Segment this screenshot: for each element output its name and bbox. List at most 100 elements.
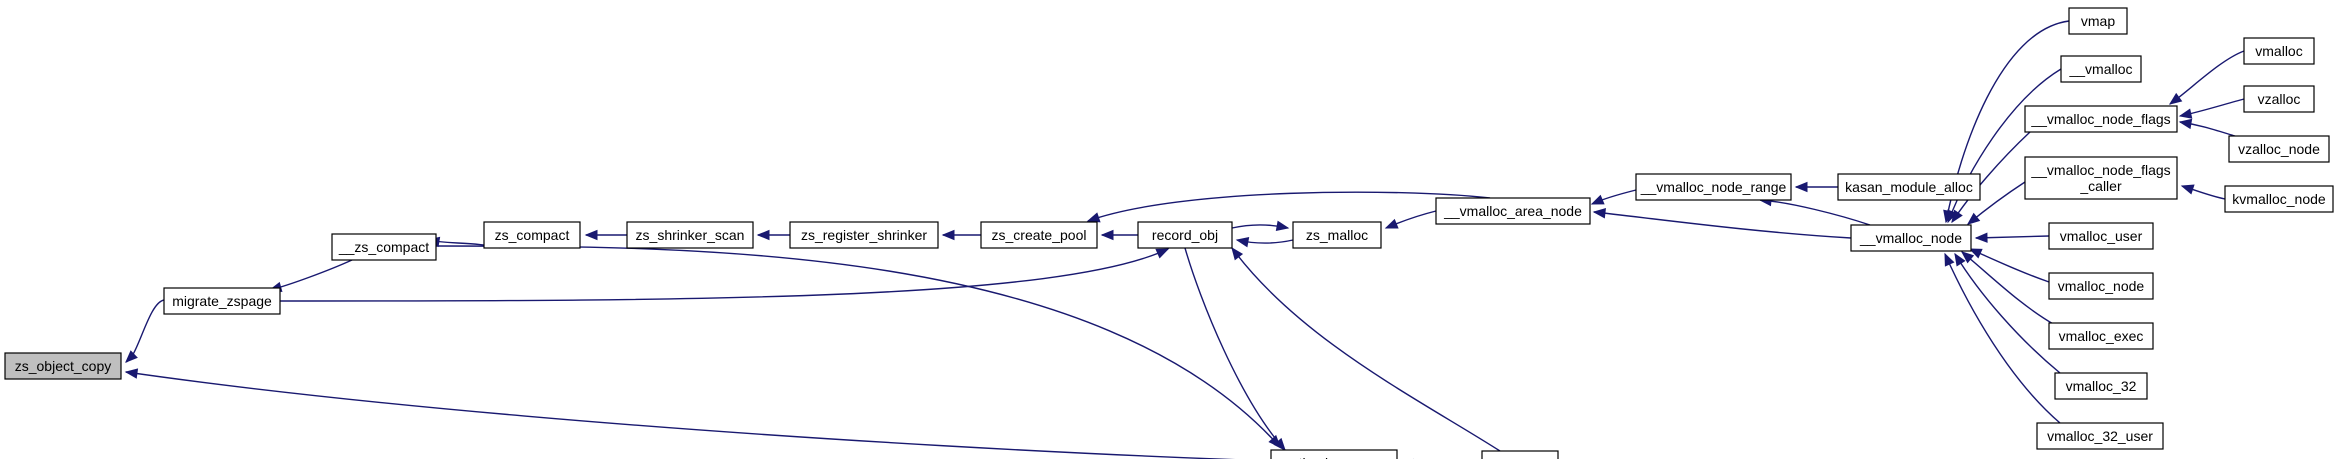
arrow-head bbox=[2168, 92, 2183, 105]
edge-line bbox=[1184, 247, 1286, 451]
node-putback-zspage[interactable]: putback_zspage bbox=[1270, 449, 1398, 459]
arrow-head bbox=[2178, 108, 2193, 119]
node-vmalloc-area-node[interactable]: __vmalloc_area_node bbox=[1435, 197, 1591, 225]
node-label: vmalloc_exec bbox=[2059, 328, 2144, 344]
node-box bbox=[2060, 55, 2142, 83]
node-box bbox=[163, 287, 281, 315]
node-label: vmap bbox=[2081, 13, 2115, 29]
node-label: vmalloc bbox=[2255, 43, 2302, 59]
node-label: vmalloc_node bbox=[2058, 278, 2145, 294]
edge-line bbox=[1087, 191, 1491, 222]
edge-vzalloc_node-to-__vmalloc_node_flags bbox=[2178, 118, 2236, 137]
node-vmalloc[interactable]: vmalloc bbox=[2243, 37, 2315, 65]
node-zs-malloc[interactable]: zs_malloc bbox=[1292, 221, 1382, 249]
nodes-layer: zs_object_copy migrate_zspage __zs_compact… bbox=[4, 7, 2334, 459]
arrow-head bbox=[1592, 208, 1606, 219]
node-migrate-zspage[interactable]: migrate_zspage bbox=[163, 287, 281, 315]
edge-line bbox=[1954, 253, 2061, 374]
edge-zs_shrinker_scan-to-zs_compact bbox=[584, 229, 627, 241]
node-zs-shrinker-scan[interactable]: zs_shrinker_scan bbox=[626, 221, 754, 249]
node-vmalloc-32[interactable]: vmalloc_32 bbox=[2054, 372, 2148, 400]
arrow-head bbox=[1951, 209, 1963, 224]
node-vzalloc-node[interactable]: vzalloc_node bbox=[2228, 135, 2330, 163]
edge-__vmalloc_node_flags_caller-to-__vmalloc_node bbox=[1966, 181, 2026, 225]
arrow-head bbox=[1235, 236, 1250, 248]
node-label: zs_register_shrinker bbox=[801, 227, 927, 243]
node-label: __vmalloc_node_flags bbox=[2030, 111, 2170, 127]
edge-record_obj-to-zs_malloc bbox=[1231, 220, 1290, 232]
node-vmalloc-32-user[interactable]: vmalloc_32_user bbox=[2036, 422, 2164, 450]
edge-zs_register_shrinker-to-zs_shrinker_scan bbox=[756, 229, 790, 241]
arrow-head bbox=[1086, 212, 1101, 223]
edge-kvmalloc_node-to-__vmalloc_node_flags_caller bbox=[2180, 184, 2226, 200]
node-box bbox=[2243, 85, 2315, 113]
node-box bbox=[2024, 105, 2178, 133]
node-label: zs_malloc bbox=[1306, 227, 1368, 243]
arrow-head bbox=[1275, 220, 1290, 232]
node-zs-register-shrinker[interactable]: zs_register_shrinker bbox=[789, 221, 939, 249]
node-box bbox=[483, 221, 581, 249]
edge-zs_malloc-to-record_obj bbox=[1235, 236, 1294, 248]
node-label: __zs_compact bbox=[338, 239, 429, 255]
node-box bbox=[1137, 221, 1233, 249]
node-record-obj[interactable]: record_obj bbox=[1137, 221, 1233, 249]
node-vmalloc-node-range[interactable]: __vmalloc_node_range bbox=[1635, 173, 1792, 201]
node-zs-compact[interactable]: zs_compact bbox=[483, 221, 581, 249]
node-vmalloc-node[interactable]: vmalloc_node bbox=[2048, 272, 2154, 300]
edge-zs_exit-to-zs_object_copy bbox=[124, 368, 1236, 459]
node-vmalloc-exec[interactable]: vmalloc_exec bbox=[2048, 322, 2154, 350]
arrow-head bbox=[584, 229, 598, 241]
node-box bbox=[2068, 7, 2128, 35]
edge-__vmalloc_node_range-to-__vmalloc_area_node bbox=[1590, 189, 1637, 205]
node-label: zs_create_pool bbox=[992, 227, 1087, 243]
node-box bbox=[2024, 156, 2178, 200]
node-vmalloc-node-flags[interactable]: __vmalloc_node_flags bbox=[2024, 105, 2178, 133]
node-zs-compact[interactable]: __zs_compact bbox=[331, 233, 437, 261]
node-label: zs_exit bbox=[1498, 456, 1542, 459]
edge-line bbox=[125, 371, 1236, 459]
node-vmalloc[interactable]: __vmalloc bbox=[2060, 55, 2142, 83]
node-vzalloc[interactable]: vzalloc bbox=[2243, 85, 2315, 113]
arrow-head bbox=[1384, 218, 1399, 229]
edge-zs_create_pool-to-zs_register_shrinker bbox=[941, 229, 981, 241]
node-zs-object-copy[interactable]: zs_object_copy bbox=[4, 352, 122, 380]
node-box bbox=[2048, 322, 2154, 350]
edge-line bbox=[1593, 211, 1852, 239]
node-box bbox=[1435, 197, 1591, 225]
node-box bbox=[1481, 450, 1559, 459]
node-kasan-module-alloc[interactable]: kasan_module_alloc bbox=[1837, 173, 1981, 201]
node-label: __vmalloc_node_range bbox=[1640, 179, 1787, 195]
arrow-head bbox=[2180, 184, 2195, 195]
node-zs-exit[interactable]: zs_exit bbox=[1481, 450, 1559, 459]
node-vmalloc-node-flags-caller[interactable]: __vmalloc_node_flags_caller bbox=[2024, 156, 2178, 200]
node-box bbox=[789, 221, 939, 249]
edge-line bbox=[1961, 251, 2056, 326]
edge-__vmalloc_area_node-to-zs_malloc bbox=[1384, 210, 1437, 229]
node-label: __vmalloc_node_flags bbox=[2030, 162, 2170, 178]
node-vmalloc-node[interactable]: __vmalloc_node bbox=[1850, 224, 1972, 252]
node-box bbox=[1270, 449, 1398, 459]
node-label: __vmalloc_node bbox=[1859, 230, 1962, 246]
node-label: zs_compact bbox=[495, 227, 570, 243]
node-vmalloc-user[interactable]: vmalloc_user bbox=[2048, 222, 2154, 250]
edge-line bbox=[1231, 247, 1501, 452]
edge-kasan_module_alloc-to-__vmalloc_node_range bbox=[1794, 181, 1838, 193]
node-vmap[interactable]: vmap bbox=[2068, 7, 2128, 35]
node-box bbox=[2228, 135, 2330, 163]
node-box bbox=[331, 233, 437, 261]
node-zs-create-pool[interactable]: zs_create_pool bbox=[980, 221, 1098, 249]
node-label: __vmalloc_area_node bbox=[1443, 203, 1582, 219]
arrow-head bbox=[1100, 229, 1114, 241]
node-box bbox=[2048, 222, 2154, 250]
node-box bbox=[2054, 372, 2148, 400]
arrow-head bbox=[1960, 251, 1975, 264]
edge-vmalloc_exec-to-__vmalloc_node bbox=[1960, 251, 2056, 326]
arrow-head bbox=[1968, 248, 1983, 259]
node-box bbox=[4, 352, 122, 380]
edge-line bbox=[1947, 68, 2062, 223]
node-label: kvmalloc_node bbox=[2232, 191, 2326, 207]
node-label: _caller bbox=[2079, 178, 2122, 194]
node-kvmalloc-node[interactable]: kvmalloc_node bbox=[2224, 185, 2334, 213]
edge-line bbox=[1975, 235, 2050, 239]
edge-__vmalloc_node-to-__vmalloc_area_node bbox=[1592, 208, 1852, 239]
